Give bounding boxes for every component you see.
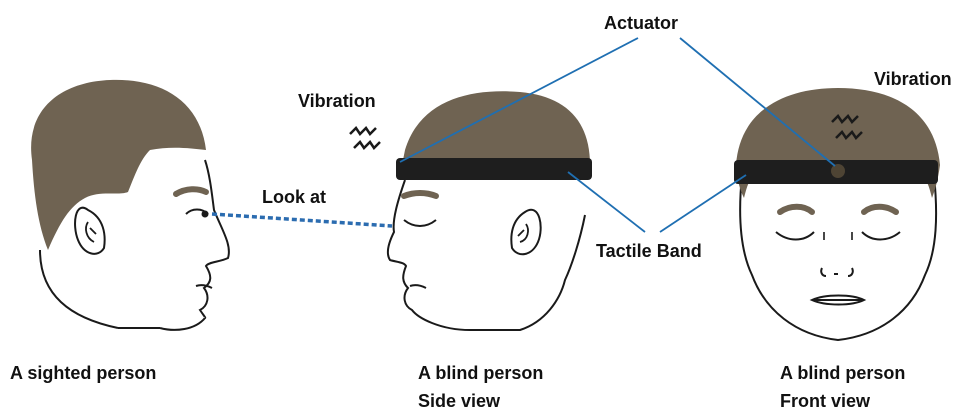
blind-side-head [388,91,592,330]
blind-side-eyebrow [404,193,436,196]
vibration-icon-left [350,128,380,148]
band-leader-left [568,172,645,232]
vibration-label-right: Vibration [874,68,952,90]
blind-side-closed-eye [404,220,436,226]
sighted-person-caption: A sighted person [10,362,156,384]
blind-front-caption-line1: A blind person [780,362,905,384]
sighted-hair [31,80,206,250]
blind-front-caption-line2: Front view [780,390,870,412]
blind-front-face-outline [740,175,936,340]
blind-side-ear [511,210,540,254]
blind-front-right-closed-eye [862,232,900,240]
blind-side-tactile-band [396,158,592,180]
look-at-label: Look at [262,186,326,208]
blind-side-caption-line1: A blind person [418,362,543,384]
blind-front-head [734,88,940,340]
actuator-label: Actuator [604,12,678,34]
blind-front-mouth [812,296,864,305]
blind-front-left-closed-eye [776,232,814,240]
blind-side-caption-line2: Side view [418,390,500,412]
tactile-band-label: Tactile Band [596,240,702,262]
sighted-eyebrow [176,189,206,194]
blind-front-right-eyebrow [864,207,896,212]
blind-front-nose [821,268,853,276]
sighted-ear [75,208,105,254]
gaze-line [212,214,392,226]
blind-side-face-outline [388,180,585,330]
blind-front-left-eyebrow [780,207,812,212]
vibration-label-left: Vibration [298,90,376,112]
blind-side-hair [402,91,590,165]
actuator-dot [831,164,845,178]
sighted-person-head [31,80,229,330]
band-leader-right [660,175,746,232]
